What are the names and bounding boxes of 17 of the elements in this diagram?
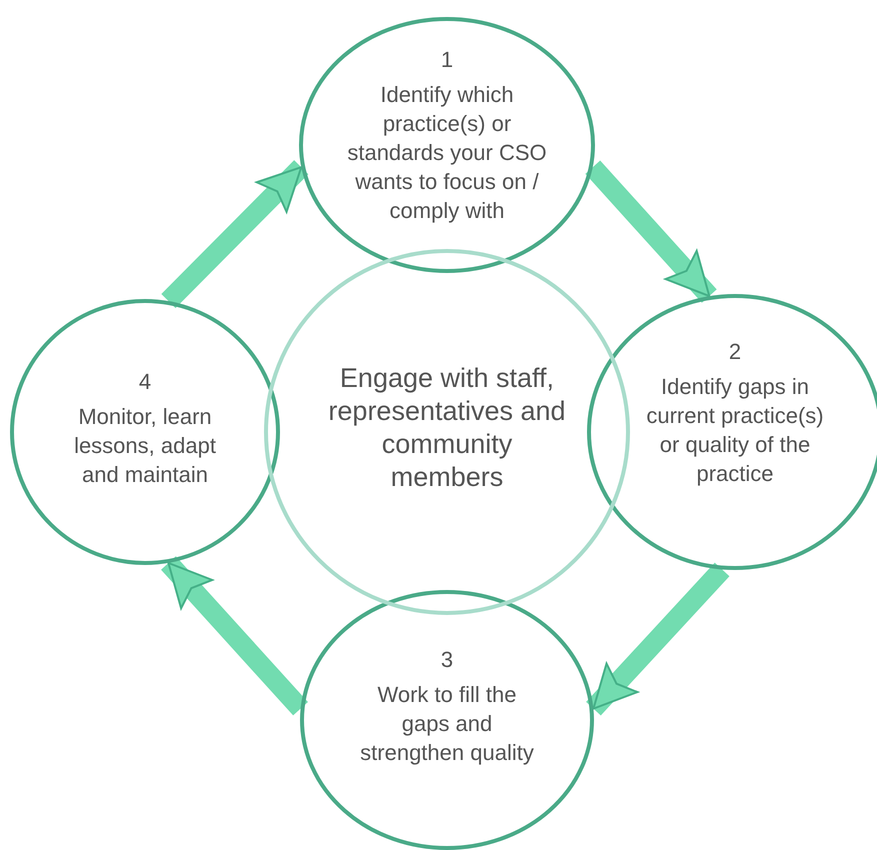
step-circle bbox=[300, 590, 594, 850]
step-text: Identify which practice(s) or standards your CSO wants to focus on / comply with bbox=[347, 81, 547, 225]
step-number: 3 bbox=[440, 646, 454, 674]
center-text: Engage with staff, representatives and community members bbox=[327, 362, 567, 494]
step-number: 1 bbox=[440, 46, 454, 74]
block-arrow bbox=[585, 160, 717, 303]
step-text: Work to fill the gaps and strengthen quality bbox=[359, 681, 535, 767]
block-arrow bbox=[161, 556, 308, 716]
step-circle bbox=[299, 17, 595, 273]
center-circle bbox=[264, 249, 630, 615]
step-number: 4 bbox=[138, 368, 152, 396]
step-text: Monitor, learn lessons, adapt and maintain bbox=[73, 403, 217, 489]
block-arrow bbox=[586, 562, 730, 716]
step-circle bbox=[10, 299, 280, 565]
step-text: Identify gaps in current practice(s) or quality of the practice bbox=[645, 373, 825, 488]
block-arrow bbox=[161, 160, 308, 308]
step-number: 2 bbox=[728, 338, 742, 366]
